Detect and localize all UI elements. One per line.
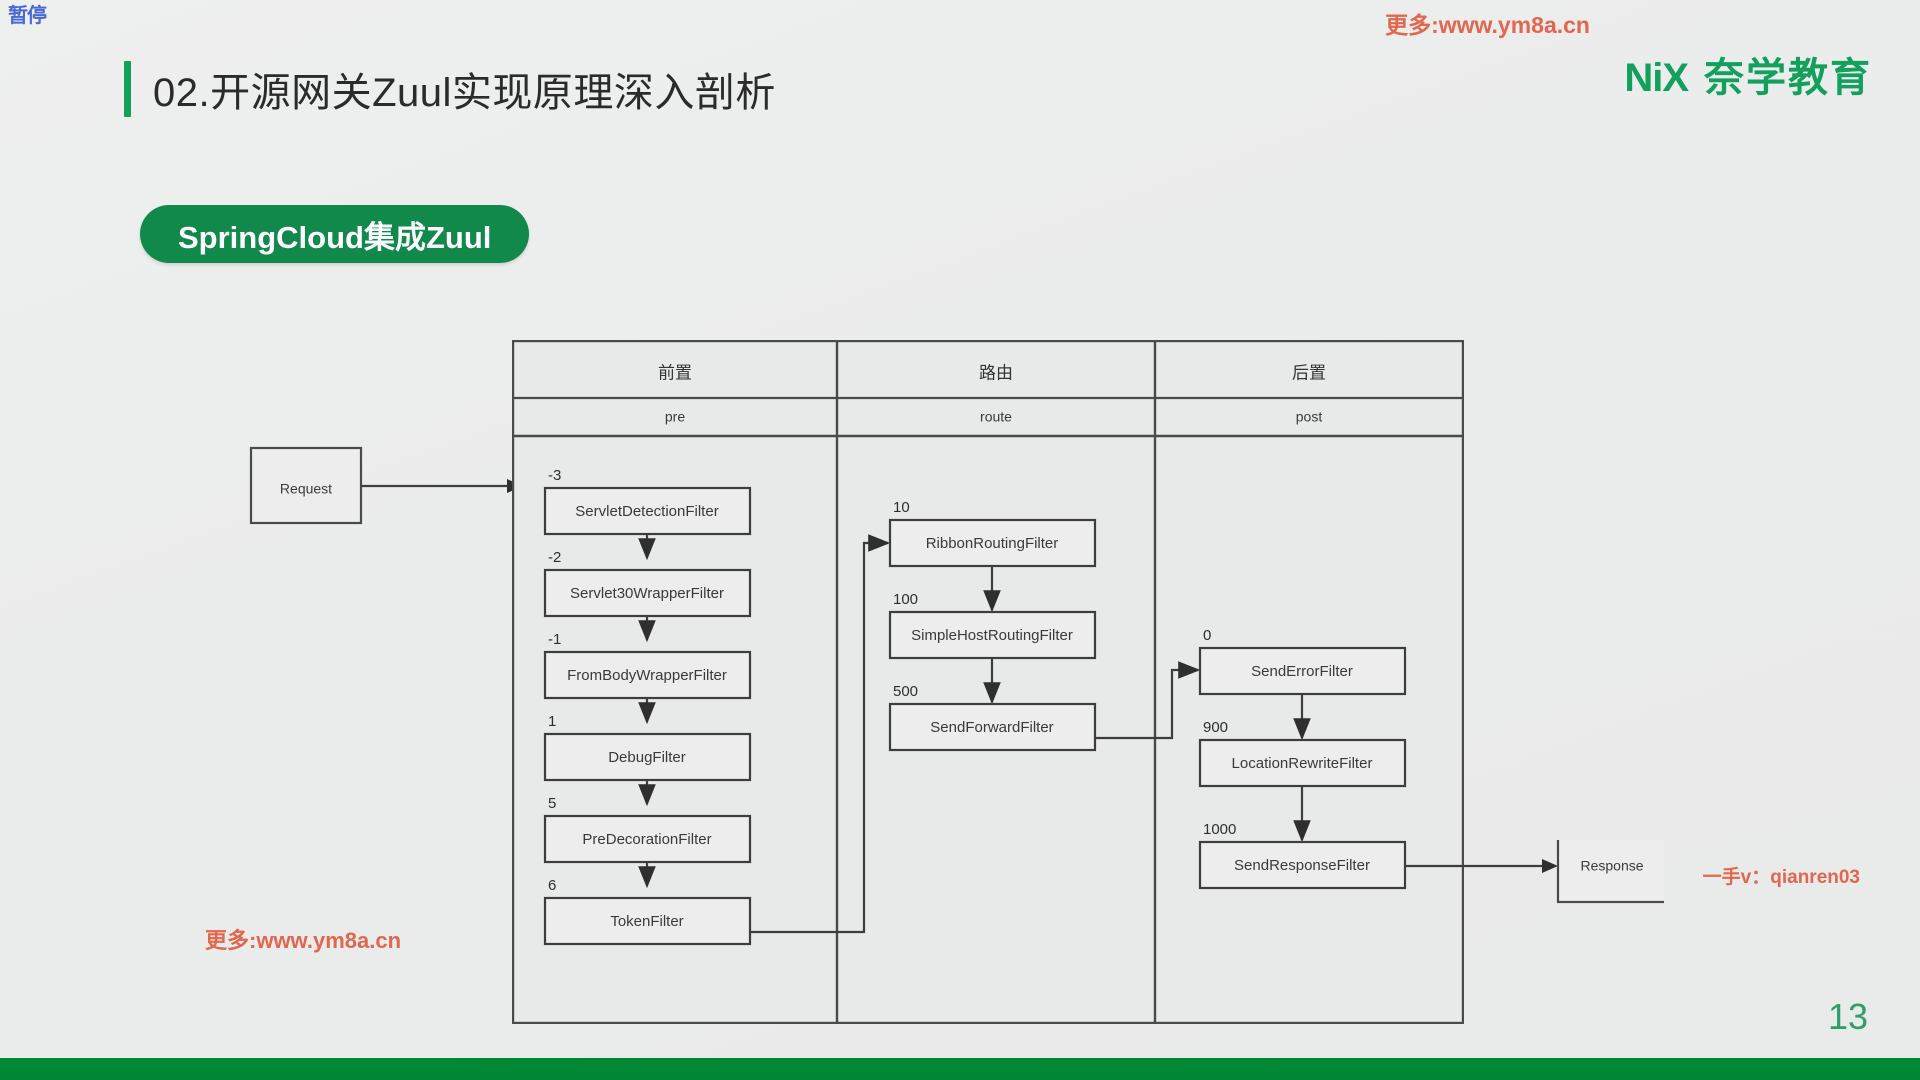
pause-badge: 暂停 <box>8 5 47 27</box>
logo-mark: NiX <box>1624 56 1689 100</box>
zuul-filter-flow-diagram: 前置 路由 后置 pre route post -3 ServletDetect… <box>512 340 1464 1024</box>
title-text: 02.开源网关Zuul实现原理深入剖析 <box>153 71 776 115</box>
watermark-bottom-left: 更多:www.ym8a.cn <box>205 928 402 953</box>
page-title: 02.开源网关Zuul实现原理深入剖析 <box>124 60 776 118</box>
route-filter-label-2: SendForwardFilter <box>930 719 1053 736</box>
route-filter-box-2 <box>888 702 1097 752</box>
request-box <box>249 446 363 525</box>
route-filter-box-0 <box>888 518 1097 568</box>
pre-filter-order-0: -3 <box>548 467 561 484</box>
pre-filter-order-4: 5 <box>548 795 556 812</box>
column-header-pre-cn: 前置 <box>658 363 692 382</box>
pre-filter-label-5: TokenFilter <box>610 913 683 930</box>
column-header-post-cn: 后置 <box>1292 363 1326 382</box>
route-filter-node-0: 10 RibbonRoutingFilter <box>888 499 1097 568</box>
post-filter-label-1: LocationRewriteFilter <box>1232 755 1373 772</box>
pre-filter-order-5: 6 <box>548 877 556 894</box>
post-filter-order-0: 0 <box>1203 627 1211 644</box>
post-filter-node-2: 1000 SendResponseFilter <box>1198 821 1407 890</box>
column-subheader-pre-en: pre <box>665 409 685 425</box>
route-filter-order-1: 100 <box>893 591 918 608</box>
connector-pre-to-route <box>750 534 891 934</box>
logo-name: 奈学教育 <box>1704 56 1872 100</box>
response-group: Response <box>1464 840 1664 904</box>
route-filter-label-0: RibbonRoutingFilter <box>926 535 1059 552</box>
pre-filter-box-5 <box>543 896 752 946</box>
route-filter-order-0: 10 <box>893 499 910 516</box>
pre-filter-node-3: 1 DebugFilter <box>543 713 752 782</box>
connector-route-to-post <box>1095 661 1201 740</box>
response-arrow-icon <box>1542 859 1558 873</box>
response-label: Response <box>1580 858 1643 874</box>
pre-filter-label-0: ServletDetectionFilter <box>575 503 718 520</box>
pre-filter-order-1: -2 <box>548 549 561 566</box>
request-label: Request <box>280 481 332 497</box>
post-filter-label-0: SendErrorFilter <box>1251 663 1353 680</box>
pre-filter-node-4: 5 PreDecorationFilter <box>543 795 752 864</box>
footer-bar <box>0 1058 1920 1080</box>
post-filter-label-2: SendResponseFilter <box>1234 857 1370 874</box>
pre-filter-box-0 <box>543 486 752 536</box>
pre-filter-label-4: PreDecorationFilter <box>582 831 711 848</box>
pre-filter-box-1 <box>543 568 752 618</box>
post-filter-order-1: 900 <box>1203 719 1228 736</box>
pre-filter-node-1: -2 Servlet30WrapperFilter <box>543 549 752 618</box>
section-pill: SpringCloud集成Zuul <box>140 205 530 263</box>
post-filter-node-0: 0 SendErrorFilter <box>1198 627 1407 696</box>
pre-filter-node-5: 6 TokenFilter <box>543 877 752 946</box>
route-filter-node-1: 100 SimpleHostRoutingFilter <box>888 591 1097 660</box>
post-filter-box-1 <box>1198 738 1407 788</box>
pre-filter-node-0: -3 ServletDetectionFilter <box>543 467 752 536</box>
post-filter-order-2: 1000 <box>1203 821 1236 838</box>
post-filter-box-2 <box>1198 840 1407 890</box>
route-filter-label-1: SimpleHostRoutingFilter <box>911 627 1073 644</box>
page-number: 13 <box>1827 996 1868 1037</box>
pre-filter-box-4 <box>543 814 752 864</box>
pre-filter-label-1: Servlet30WrapperFilter <box>570 585 724 602</box>
column-header-route-cn: 路由 <box>979 363 1013 382</box>
request-group: Request <box>249 446 523 525</box>
column-subheader-post-en: post <box>1296 409 1323 425</box>
pre-filter-order-2: -1 <box>548 631 561 648</box>
post-filter-node-1: 900 LocationRewriteFilter <box>1198 719 1407 788</box>
watermark-top-right: 更多:www.ym8a.cn <box>1385 12 1590 38</box>
brand-logo: NiX 奈学教育 <box>1624 58 1872 98</box>
post-filter-box-0 <box>1198 646 1407 696</box>
title-accent-bar <box>124 61 131 117</box>
route-filter-node-2: 500 SendForwardFilter <box>888 683 1097 752</box>
pre-filter-label-2: FromBodyWrapperFilter <box>567 667 727 684</box>
route-filter-box-1 <box>888 610 1097 660</box>
route-filter-order-2: 500 <box>893 683 918 700</box>
pre-filter-order-3: 1 <box>548 713 556 730</box>
column-subheader-route-en: route <box>980 409 1012 425</box>
watermark-handle: 一手v：qianren03 <box>1702 867 1860 888</box>
response-box <box>1556 840 1664 904</box>
pre-filter-label-3: DebugFilter <box>608 749 686 766</box>
